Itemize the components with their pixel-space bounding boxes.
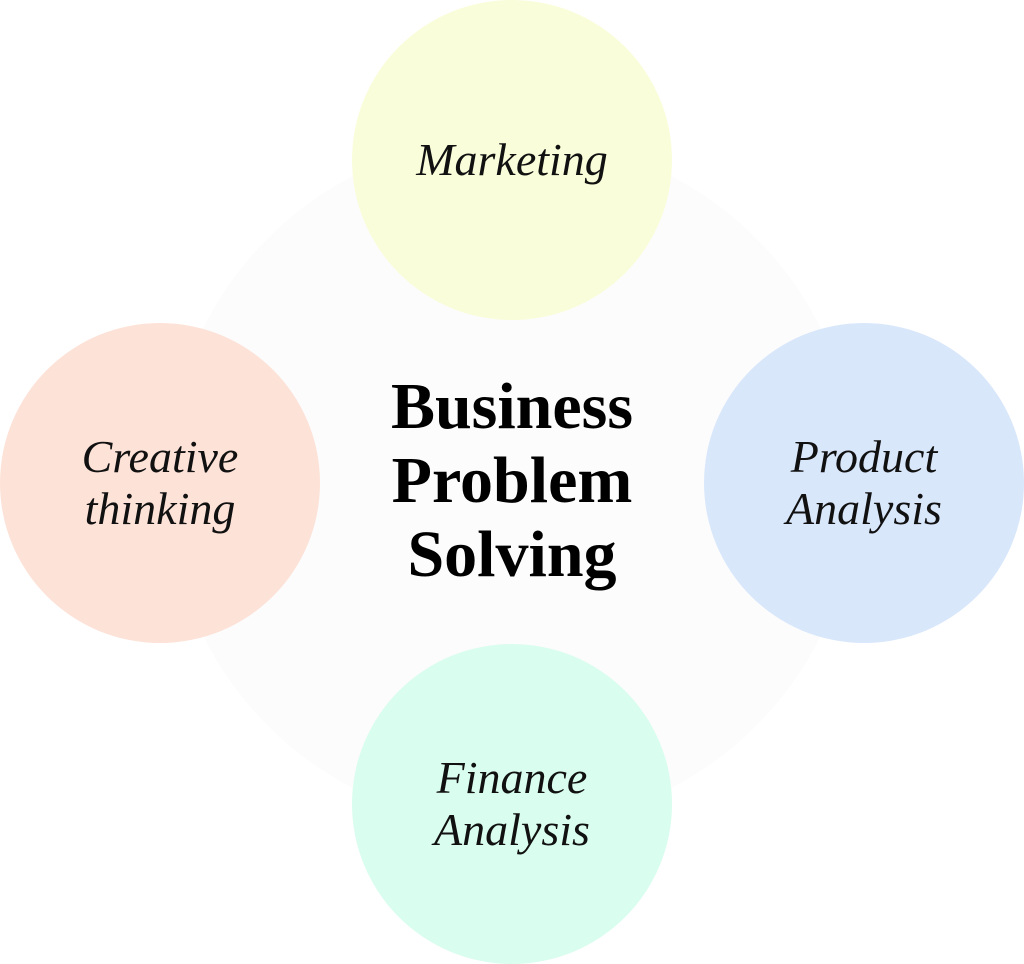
center-title-line: Solving: [407, 518, 617, 591]
node-label: Finance: [436, 752, 588, 803]
center-title-line: Business: [390, 370, 634, 443]
center-title: Business Problem Solving: [312, 370, 712, 592]
center-title-line: Problem: [391, 444, 633, 517]
node-label: Creative: [81, 431, 239, 482]
node-label: Analysis: [786, 483, 942, 534]
node-marketing: Marketing: [352, 0, 672, 320]
node-label: Marketing: [416, 134, 608, 185]
node-label: Product: [790, 431, 938, 482]
node-product-analysis: Product Analysis: [704, 323, 1024, 643]
node-label: thinking: [84, 483, 236, 534]
node-finance-analysis: Finance Analysis: [352, 644, 672, 964]
node-label: Analysis: [434, 804, 590, 855]
node-creative-thinking: Creative thinking: [0, 323, 320, 643]
